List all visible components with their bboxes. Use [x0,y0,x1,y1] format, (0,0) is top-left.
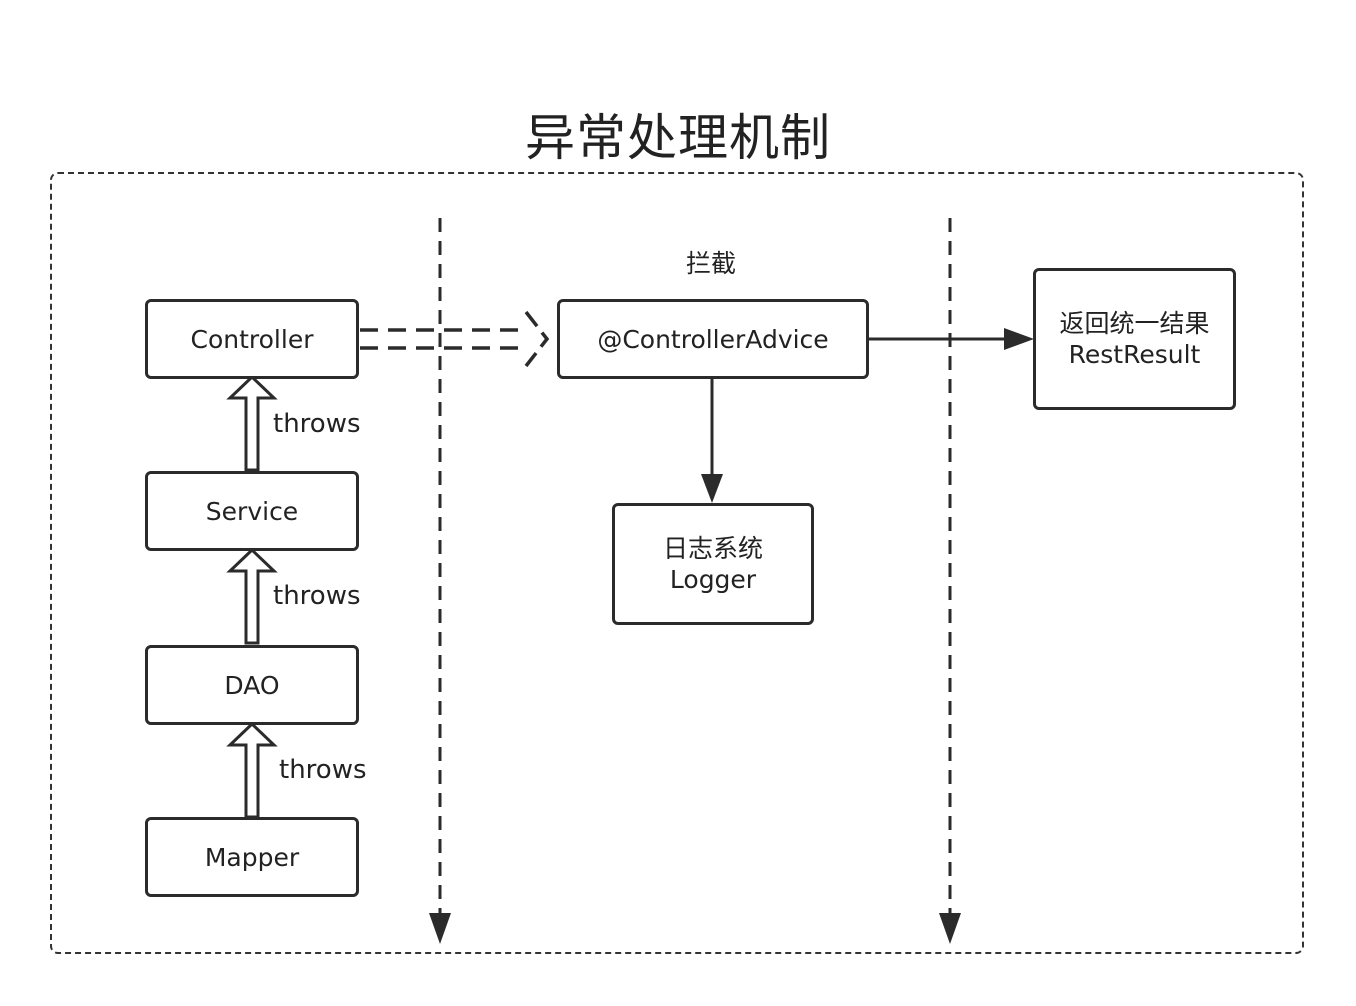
right-separator-arrowhead [939,913,961,944]
controller-label: Controller [190,324,314,354]
throws-arrow-mapper-to-dao [226,721,278,819]
result-arrowhead [1004,328,1034,350]
rest-result-label-cn: 返回统一结果 [1059,309,1210,338]
diagram-title: 异常处理机制 [525,109,831,167]
service-label: Service [205,496,299,526]
rest-result-label-en: RestResult [1068,340,1201,369]
controller-advice-box: @ControllerAdvice [557,299,869,379]
mapper-box: Mapper [145,817,359,897]
controller-box: Controller [145,299,359,379]
throws-arrow-service-to-controller [226,374,278,472]
left-separator-arrowhead [429,913,451,944]
logger-arrowhead [701,474,723,503]
dao-box: DAO [145,645,359,725]
throws-label: throws [279,755,367,785]
controller-advice-label: @ControllerAdvice [597,324,829,354]
throws-label: throws [273,409,361,439]
throws-label: throws [273,581,361,611]
diagram-frame [50,172,1304,954]
throws-arrow-dao-to-service [226,547,278,645]
service-box: Service [145,471,359,551]
mapper-label: Mapper [204,842,300,872]
dao-label: DAO [224,670,280,700]
logger-label-en: Logger [669,565,757,594]
logger-box: 日志系统 Logger [612,503,814,625]
intercept-arrow [360,310,550,368]
intercept-label: 拦截 [686,249,737,278]
rest-result-box: 返回统一结果 RestResult [1033,268,1236,410]
logger-label-cn: 日志系统 [662,534,763,563]
